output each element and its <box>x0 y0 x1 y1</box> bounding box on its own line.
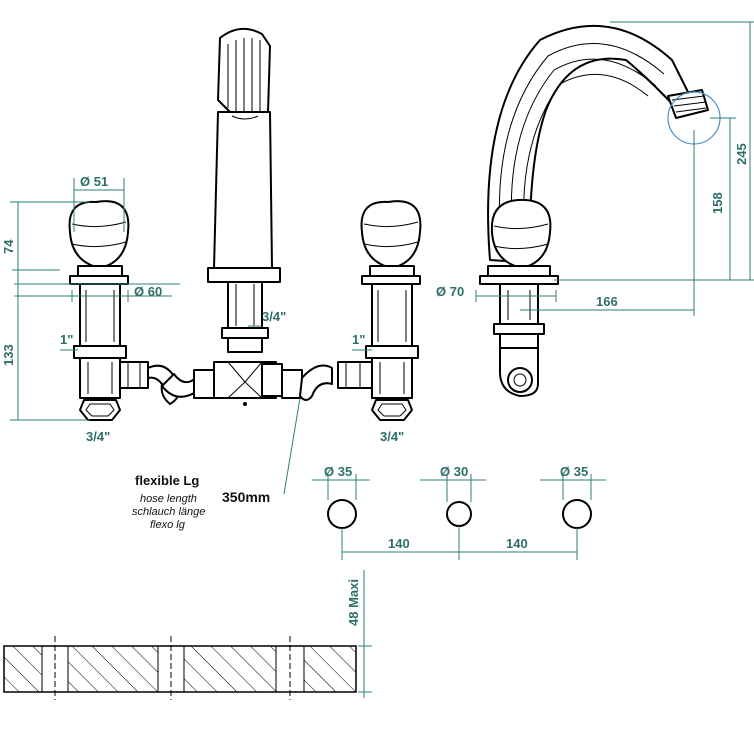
hose-note: flexible Lg hose length schlauch länge f… <box>132 473 270 531</box>
hole-right <box>562 499 592 529</box>
label-133: 133 <box>1 344 16 366</box>
label-dia-70: Ø 70 <box>436 284 464 299</box>
label-74: 74 <box>1 239 16 254</box>
spout-front <box>207 27 281 353</box>
label-hole-dia-mid: Ø 30 <box>440 464 468 479</box>
hose-line-fr: flexo lg <box>150 519 186 531</box>
label-158: 158 <box>710 192 725 214</box>
label-spacing-1: 140 <box>388 536 410 551</box>
label-spacing-2: 140 <box>506 536 528 551</box>
hose-length: 350mm <box>222 489 270 505</box>
hose-line-en: hose length <box>140 493 197 505</box>
label-dia-51: Ø 51 <box>80 174 108 189</box>
front-view: Ø 51 Ø 60 74 133 1" 1" 3/4" 3/4" 3/4" <box>1 27 422 495</box>
connecting-pipes <box>119 361 373 406</box>
side-dimensions <box>475 21 754 316</box>
label-hole-dia-left: Ø 35 <box>324 464 352 479</box>
label-dia-60: Ø 60 <box>134 284 162 299</box>
label-thread-34-right: 3/4" <box>380 429 404 444</box>
valve-right <box>360 200 422 421</box>
deck-section: 48 Maxi <box>3 570 372 700</box>
label-thread-34-center: 3/4" <box>262 309 286 324</box>
valve-left <box>68 200 130 421</box>
hose-line-de: schlauch länge <box>132 506 205 518</box>
label-thread-1in-right: 1" <box>352 332 365 347</box>
hole-pattern: Ø 35 Ø 30 Ø 35 140 140 <box>312 464 606 560</box>
label-245: 245 <box>734 143 749 165</box>
hole-left <box>327 499 357 529</box>
label-166: 166 <box>596 294 618 309</box>
hose-title: flexible Lg <box>135 473 199 488</box>
label-hole-dia-right: Ø 35 <box>560 464 588 479</box>
label-thread-1in-left: 1" <box>60 332 73 347</box>
side-view: Ø 70 166 158 245 <box>436 21 754 397</box>
label-48-maxi: 48 Maxi <box>346 579 361 626</box>
hole-middle <box>446 501 472 527</box>
label-thread-34-left: 3/4" <box>86 429 110 444</box>
front-dimensions <box>10 178 372 495</box>
